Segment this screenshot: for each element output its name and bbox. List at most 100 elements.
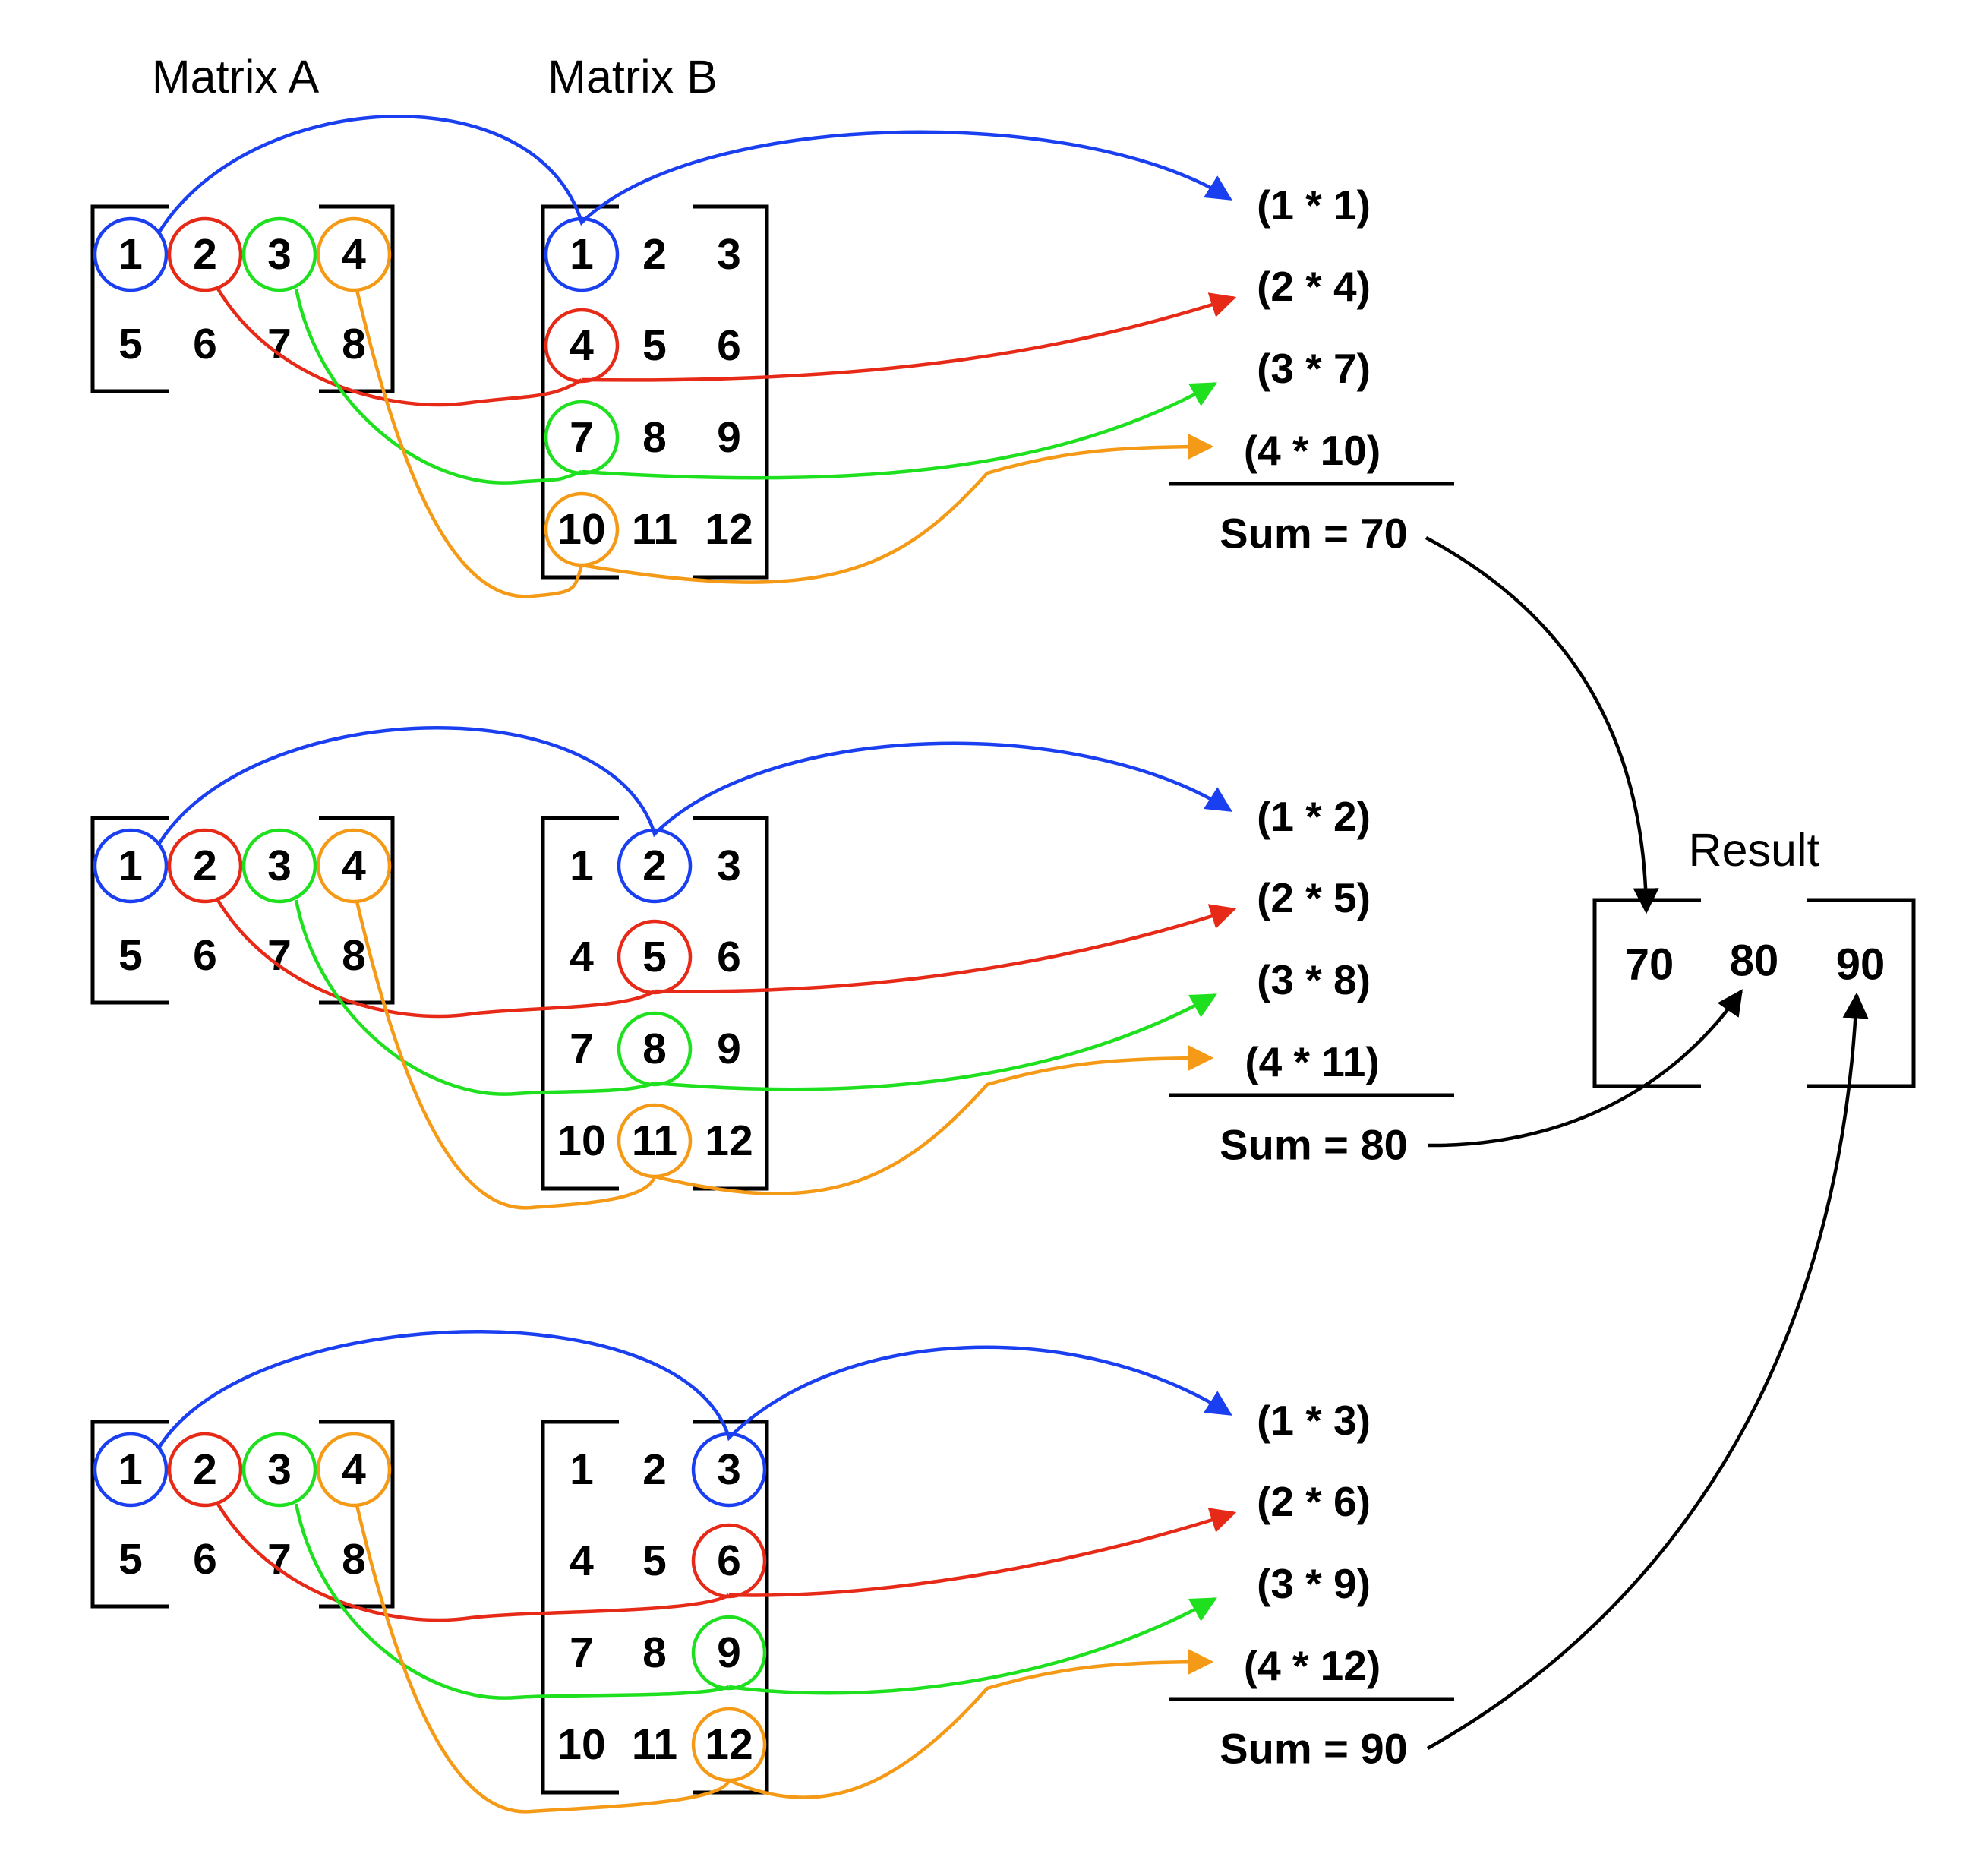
pair-4-connector	[355, 1505, 1211, 1814]
matrix-b-cell: 10	[557, 1720, 605, 1769]
matrix-a-left-bracket	[90, 816, 169, 1005]
matrix-b-cell: 2	[642, 230, 667, 279]
matrix-b-left-bracket	[541, 816, 619, 1191]
product-term: (1 * 3)	[1257, 1397, 1371, 1444]
sum-label: Sum = 70	[1220, 510, 1407, 557]
matrix-a-cell: 3	[267, 842, 292, 890]
matrix-b-cell: 8	[642, 413, 667, 462]
matrix-b-cell: 1	[570, 230, 594, 279]
matrix-b-cell: 7	[570, 1628, 594, 1677]
product-term: (4 * 10)	[1244, 427, 1381, 474]
matrix-b-cell: 6	[717, 321, 741, 370]
sum-80-arrow	[1427, 989, 1743, 1148]
result-left-bracket	[1592, 898, 1701, 1088]
matrix-a-cell: 2	[193, 1445, 217, 1494]
product-term: (3 * 7)	[1257, 345, 1371, 392]
matrix-a-highlight-circle	[316, 1432, 392, 1508]
matrix-a-heading: Matrix A	[152, 51, 320, 103]
matrix-a-highlight-circle	[167, 1432, 243, 1508]
matrix-b-cell: 1	[570, 842, 594, 890]
matrix-a-cell: 8	[342, 1535, 366, 1584]
matrix-b-cell: 3	[717, 842, 741, 890]
pair-4-connector	[355, 901, 1211, 1210]
matrix-b-cell: 12	[705, 1720, 753, 1769]
matrix-b-right-bracket	[693, 1420, 769, 1795]
matrix-a-highlight-circle	[316, 828, 392, 904]
matrix-b-cell: 3	[717, 1445, 741, 1494]
pair-2-connector	[215, 898, 1234, 1019]
matrix-a-cell: 4	[342, 230, 366, 279]
matrix-a-cell: 6	[193, 931, 217, 980]
matrix-b-cell: 11	[632, 505, 677, 554]
matrix-b-heading: Matrix B	[547, 51, 718, 103]
matrix-a-cell: 8	[342, 931, 366, 980]
result-cell-2: 80	[1730, 936, 1779, 986]
result-right-bracket	[1807, 898, 1916, 1088]
matrix-a-left-bracket	[90, 1420, 169, 1609]
matrix-a-highlight-circle	[93, 828, 169, 904]
matrix-b-cell: 6	[717, 1536, 741, 1585]
pair-2-connector	[215, 1502, 1234, 1622]
matrix-b-cell: 5	[642, 321, 667, 370]
matrix-b-cell: 5	[642, 1536, 667, 1585]
matrix-a-cell: 5	[118, 931, 143, 980]
matrix-b-cell: 4	[570, 321, 594, 370]
pair-3-connector	[294, 288, 1215, 485]
pair-2-connector	[215, 286, 1234, 407]
matrix-b-cell: 8	[642, 1025, 667, 1073]
sum-to-result-arrows	[1425, 536, 1869, 1750]
matrix-b-cell: 9	[717, 1025, 741, 1073]
matrix-b-cell: 12	[705, 505, 753, 554]
matrix-b-cell: 10	[557, 1116, 605, 1165]
pair-3-connector	[294, 899, 1215, 1096]
matrix-a-cell: 2	[193, 842, 217, 890]
matrix-a-cell: 1	[118, 1445, 143, 1494]
matrix-a-cell: 6	[193, 320, 217, 368]
matrix-b-cell: 11	[632, 1720, 677, 1769]
matrix-a-cell: 3	[267, 1445, 292, 1494]
product-term: (2 * 6)	[1257, 1478, 1371, 1525]
product-term: (1 * 2)	[1257, 793, 1371, 840]
matrix-b-cell: 10	[557, 505, 605, 554]
matrix-b-cell: 7	[570, 1025, 594, 1073]
matrix-a-highlight-circle	[167, 216, 243, 292]
sum-label: Sum = 80	[1220, 1121, 1407, 1169]
matrix-b-cell: 1	[570, 1445, 594, 1494]
result-matrix: 70 80 90	[1592, 898, 1916, 1088]
matrix-a-cell: 4	[342, 1445, 366, 1494]
matrix-a-cell: 4	[342, 842, 366, 890]
matrix-b-cell: 2	[642, 1445, 667, 1494]
matrix-b-left-bracket	[541, 204, 619, 580]
result-cell-3: 90	[1836, 940, 1885, 990]
matrix-a-highlight-circle	[241, 216, 317, 292]
matrix-b-cell: 9	[717, 413, 741, 462]
product-term: (3 * 9)	[1257, 1560, 1371, 1607]
result-heading: Result	[1689, 824, 1820, 876]
matrix-b-cell: 9	[717, 1628, 741, 1677]
matrix-a-cell: 1	[118, 230, 143, 279]
matrix-a-cell: 6	[193, 1535, 217, 1584]
matrix-a-left-bracket	[90, 204, 169, 393]
matrix-a-cell: 3	[267, 230, 292, 279]
matrix-a-cell: 2	[193, 230, 217, 279]
matrix-a-highlight-circle	[241, 1432, 317, 1508]
pair-3-connector	[294, 1503, 1215, 1700]
matrix-a-highlight-circle	[93, 1432, 169, 1508]
matrix-b-right-bracket	[693, 204, 769, 580]
sum-90-arrow	[1426, 992, 1869, 1750]
matrix-b-cell: 8	[642, 1628, 667, 1677]
product-term: (4 * 12)	[1244, 1642, 1381, 1689]
matrix-b-cell: 7	[570, 413, 594, 462]
product-term: (3 * 8)	[1257, 956, 1371, 1003]
matrix-b-right-bracket	[693, 816, 769, 1191]
matrix-b-cell: 4	[570, 1536, 594, 1585]
pair-1-connector	[158, 1330, 1232, 1448]
product-term: (1 * 1)	[1257, 182, 1371, 229]
matrix-b-left-bracket	[541, 1420, 619, 1795]
matrix-b-cell: 4	[570, 933, 594, 981]
result-cell-1: 70	[1625, 940, 1674, 990]
